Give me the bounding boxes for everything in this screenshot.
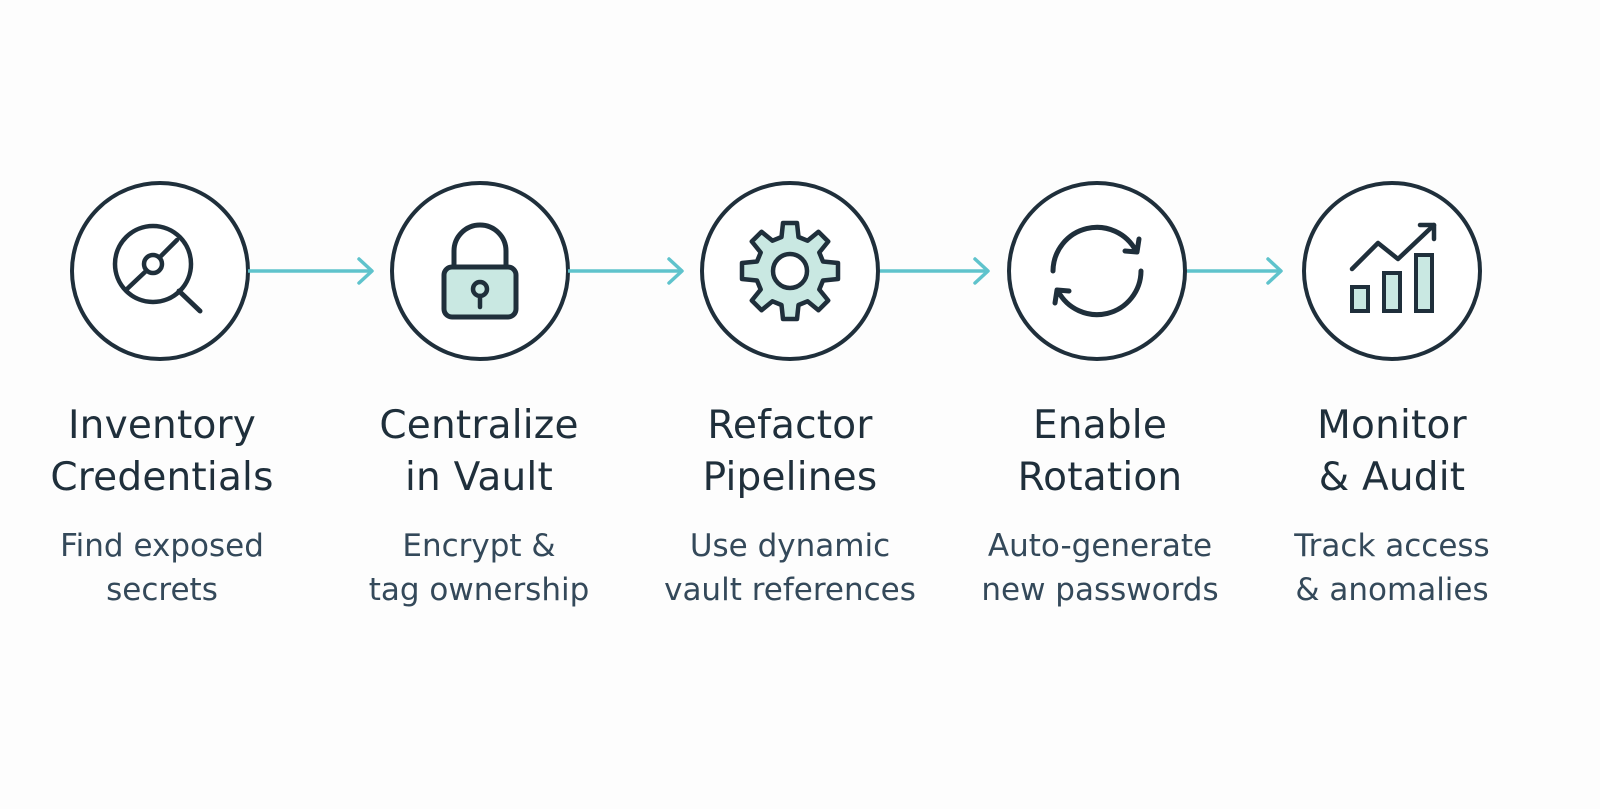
step-3-icon-circle [700,181,880,361]
lock-icon [441,222,519,320]
step-title: Centralize in Vault [379,403,579,500]
step-4-icon-circle [1007,181,1187,361]
gear-icon [739,220,841,322]
step-1-icon-circle [70,181,250,361]
arrow-connector [248,251,376,291]
rotate-icon [1050,224,1144,318]
step-description: Auto-generate new passwords [981,528,1219,608]
arrow-connector [880,251,992,291]
arrow-right-icon [1187,257,1283,285]
step-title: Inventory Credentials [50,403,274,500]
arrow-connector [568,251,686,291]
arrow-right-icon [880,257,990,285]
search-icon [112,223,203,314]
step-description: Track access & anomalies [1294,528,1490,608]
step-5-icon-circle [1302,181,1482,361]
step-4-text: Enable Rotation Auto-generate new passwo… [960,400,1240,612]
step-title: Refactor Pipelines [702,403,878,500]
step-title: Enable Rotation [1017,403,1183,500]
step-5-text: Monitor & Audit Track access & anomalies [1252,400,1532,612]
step-2-icon-circle [390,181,570,361]
step-2-text: Centralize in Vault Encrypt & tag owners… [339,400,619,612]
arrow-connector [1187,251,1285,291]
step-description: Use dynamic vault references [664,528,916,608]
arrow-right-icon [568,257,684,285]
step-description: Find exposed secrets [60,528,264,608]
step-3-text: Refactor Pipelines Use dynamic vault ref… [650,400,930,612]
step-title: Monitor & Audit [1317,403,1467,500]
step-1-text: Inventory Credentials Find exposed secre… [22,400,302,612]
chart-icon [1349,222,1437,313]
arrow-right-icon [248,257,374,285]
step-description: Encrypt & tag ownership [368,528,590,608]
